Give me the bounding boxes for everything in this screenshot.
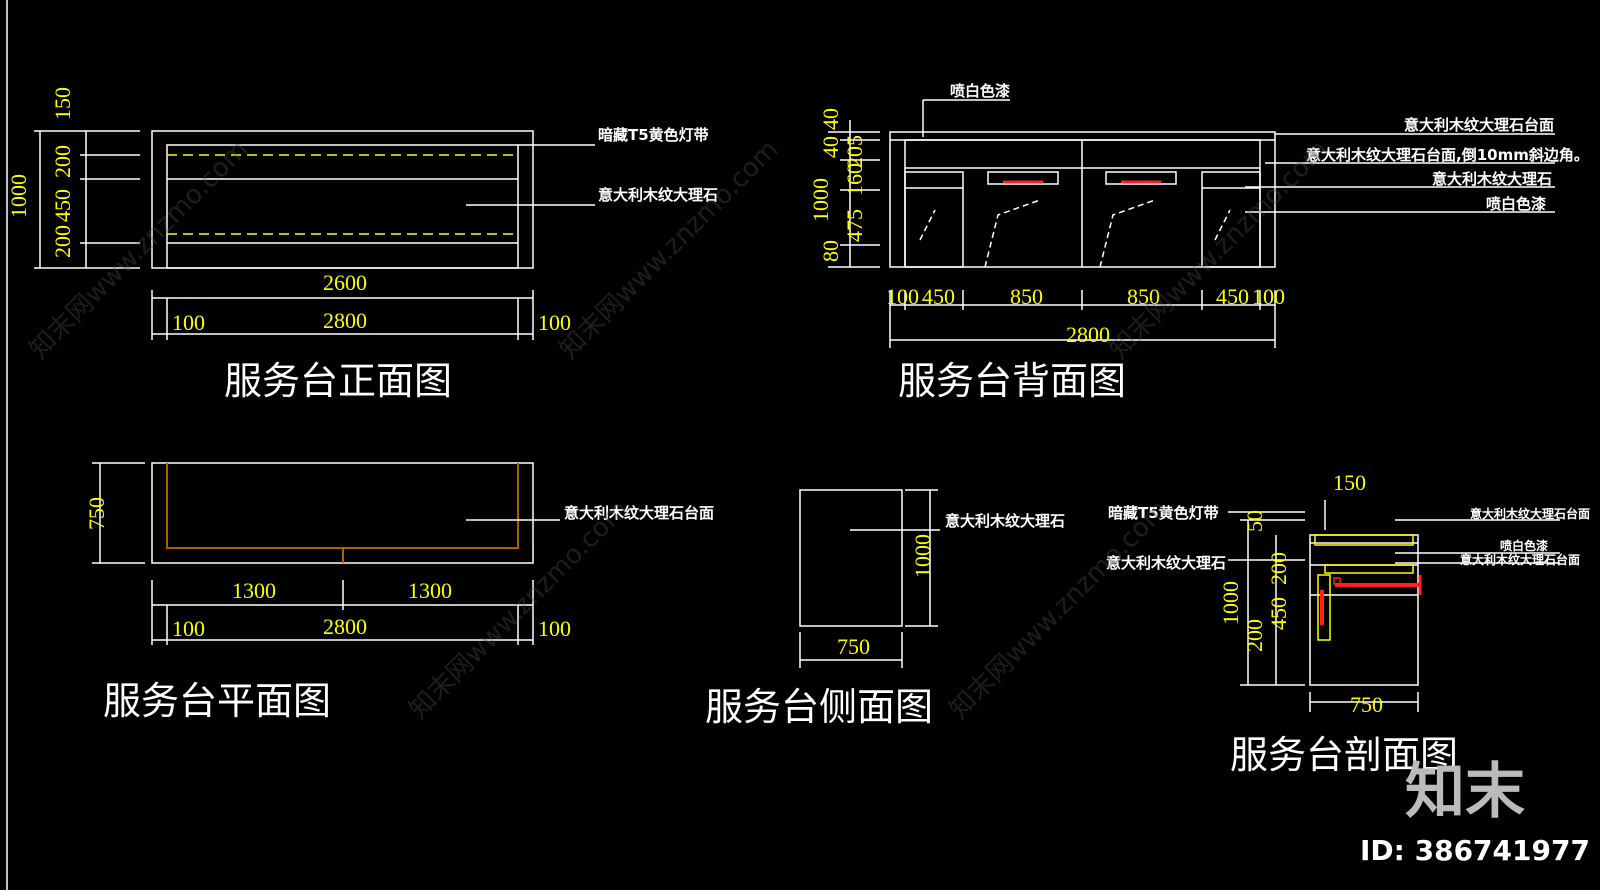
front-note-marble: 意大利木纹大理石 xyxy=(598,186,718,204)
front-view-title: 服务台正面图 xyxy=(224,359,452,403)
back-dim-205: 205 xyxy=(842,135,867,168)
section-view-title: 服务台剖面图 xyxy=(1230,733,1458,777)
front-dim-150: 150 xyxy=(50,87,75,120)
section-view-text: 150 50 200 1000 450 200 750 暗藏T5黄色灯带 意大利… xyxy=(1106,470,1590,777)
section-dim-150: 150 xyxy=(1333,470,1366,495)
back-dim-w4: 850 xyxy=(1127,284,1160,309)
plan-dim-750: 750 xyxy=(84,497,109,530)
back-view xyxy=(828,99,1555,348)
back-drawer-right xyxy=(1201,171,1261,268)
back-dim-w3: 850 xyxy=(1010,284,1043,309)
back-dim-40a: 40 xyxy=(818,108,843,130)
side-outline xyxy=(799,489,903,627)
image-id-label: ID: 386741977 xyxy=(1360,834,1590,867)
section-dim-200-bottom: 200 xyxy=(1242,619,1267,652)
side-dim-1000: 1000 xyxy=(910,534,935,578)
back-view-title: 服务台背面图 xyxy=(898,359,1126,403)
plan-dim-100-right: 100 xyxy=(538,616,571,641)
back-dim-80: 80 xyxy=(818,240,843,262)
section-view xyxy=(1228,500,1560,712)
front-dim-100-right: 100 xyxy=(538,310,571,335)
section-outline xyxy=(1309,534,1419,686)
side-view-text: 1000 750 意大利木纹大理石 服务台侧面图 xyxy=(705,512,1065,729)
front-note-light: 暗藏T5黄色灯带 xyxy=(598,126,709,144)
front-dim-200-bottom: 200 xyxy=(50,225,75,258)
front-dim-2600: 2600 xyxy=(323,270,367,295)
section-dim-200-top: 200 xyxy=(1266,552,1291,585)
side-view xyxy=(799,489,940,668)
plan-note-top: 意大利木纹大理石台面 xyxy=(564,504,714,522)
front-view-text: 150 200 450 200 1000 2600 100 2800 100 暗… xyxy=(6,87,718,403)
front-dim-1000: 1000 xyxy=(6,174,31,218)
watermark-text: 知末网www.znzmo.com xyxy=(554,134,785,365)
section-dim-50: 50 xyxy=(1242,510,1267,532)
plan-view-title: 服务台平面图 xyxy=(103,679,331,723)
section-note-r2: 喷白色漆 xyxy=(1500,538,1548,553)
watermark-text: 知末网www.znzmo.com xyxy=(404,494,635,725)
back-drawer-left xyxy=(904,171,964,268)
watermark-text: 知末网www.znzmo.com xyxy=(1104,134,1335,365)
back-dim-1000: 1000 xyxy=(808,178,833,222)
section-note-marble: 意大利木纹大理石 xyxy=(1106,554,1226,572)
plan-dim-1300a: 1300 xyxy=(232,578,276,603)
back-note-top: 意大利木纹大理石台面 xyxy=(1404,116,1554,134)
back-dim-2800: 2800 xyxy=(1066,322,1110,347)
back-dim-w1: 100 xyxy=(886,284,919,309)
back-dim-w5: 450 xyxy=(1216,284,1249,309)
section-top-slab xyxy=(1314,534,1414,546)
back-note-top2: 意大利木纹大理石台面,倒10mm斜边角。 xyxy=(1306,146,1589,164)
section-note-r1: 意大利木纹大理石台面 xyxy=(1470,506,1590,521)
back-dim-40b: 40 xyxy=(818,136,843,158)
section-note-r3: 意大利木纹大理石台面 xyxy=(1460,552,1580,567)
front-dim-100-left: 100 xyxy=(172,310,205,335)
back-dim-w6: 100 xyxy=(1252,284,1285,309)
section-dim-450: 450 xyxy=(1266,597,1291,630)
back-view-text: 40 40 205 160 475 80 1000 100 450 850 85… xyxy=(808,82,1589,403)
side-view-title: 服务台侧面图 xyxy=(705,685,933,729)
plan-inner-wood xyxy=(166,463,519,549)
section-dim-1000: 1000 xyxy=(1218,581,1243,625)
plan-view xyxy=(92,462,560,645)
front-dim-200-top: 200 xyxy=(50,145,75,178)
section-note-light: 暗藏T5黄色灯带 xyxy=(1108,504,1219,522)
back-dim-160: 160 xyxy=(842,163,867,196)
plan-dim-100-left: 100 xyxy=(172,616,205,641)
plan-view-text: 750 1300 1300 100 2800 100 意大利木纹大理石台面 服务… xyxy=(84,497,714,723)
plan-dim-2800: 2800 xyxy=(323,614,367,639)
back-note-marble: 意大利木纹大理石 xyxy=(1432,170,1552,188)
back-dim-475: 475 xyxy=(842,209,867,242)
side-dim-750: 750 xyxy=(837,634,870,659)
back-tray-left xyxy=(987,171,1059,185)
side-note-marble: 意大利木纹大理石 xyxy=(945,512,1065,530)
back-note-paint: 喷白色漆 xyxy=(950,82,1010,100)
front-dim-2800: 2800 xyxy=(323,308,367,333)
front-view xyxy=(34,130,595,340)
back-note-paint2: 喷白色漆 xyxy=(1486,195,1546,213)
back-dim-w2: 450 xyxy=(922,284,955,309)
plan-dim-1300b: 1300 xyxy=(408,578,452,603)
front-dim-450: 450 xyxy=(50,189,75,222)
watermark-logo: 知末 xyxy=(1405,757,1525,827)
front-inner xyxy=(166,144,519,269)
back-tray-right xyxy=(1105,171,1177,185)
section-dim-750: 750 xyxy=(1350,692,1383,717)
